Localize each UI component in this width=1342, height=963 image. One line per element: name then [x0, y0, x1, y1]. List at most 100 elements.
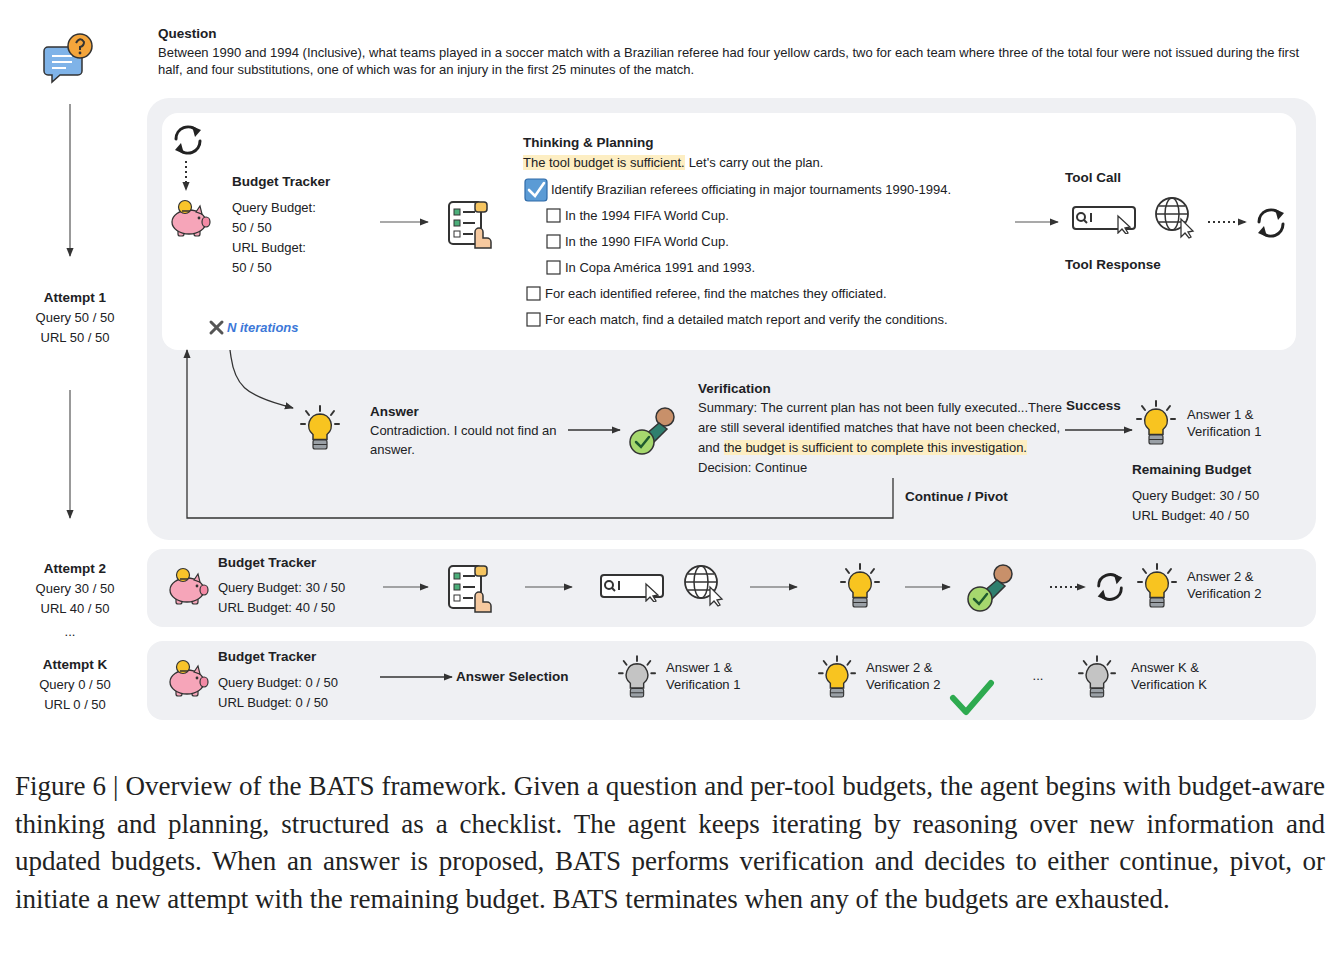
globe-icon	[1156, 198, 1193, 238]
cycle-icon	[1258, 209, 1284, 237]
icon-part	[547, 209, 560, 222]
node-heading: Answer 1 & Verification 1	[666, 659, 758, 693]
question-icon	[44, 34, 92, 82]
node-heading: Verification	[698, 380, 1065, 398]
node-heading: Thinking & Planning	[523, 133, 1296, 153]
node-text: Let's carry out the plan.	[689, 155, 824, 170]
budget-tracker: Budget TrackerQuery Budget: 0 / 50URL Bu…	[162, 641, 380, 713]
icon-part	[76, 39, 84, 50]
flow-arrow	[905, 586, 950, 587]
icon-part	[52, 55, 72, 57]
connector	[230, 350, 293, 408]
icon-part	[68, 34, 92, 58]
cycle-icon	[175, 126, 201, 154]
node-text: Contradiction. I could not find an answe…	[370, 421, 568, 459]
candidate-answer: Answer 1 & Verification 1	[620, 659, 770, 693]
node-text: The tool budget is sufficient.	[523, 155, 685, 170]
node-heading: Budget Tracker	[232, 172, 320, 192]
flow-arrow	[525, 586, 572, 587]
cycle-icon	[1098, 574, 1123, 600]
answer-selection: Answer Selection	[452, 667, 582, 687]
panel-shape	[147, 98, 1316, 540]
node-text: Query Budget: 50 / 50	[232, 198, 320, 238]
icon-part	[529, 183, 544, 196]
ellipsis: ...	[1026, 667, 1050, 685]
node-text: URL 0 / 50	[10, 695, 140, 715]
lightbulb-icon	[1137, 401, 1175, 444]
node-text: Query Budget: 30 / 50	[1132, 486, 1300, 506]
icon-part	[547, 261, 560, 274]
flow-arrow	[1015, 221, 1058, 222]
verification-stamp-icon	[968, 565, 1012, 611]
node-text: For each match, find a detailed match re…	[545, 307, 1296, 333]
verification-box: VerificationSummary: The current plan ha…	[620, 380, 1065, 478]
lightbulb-icon	[619, 656, 655, 697]
checkbox	[527, 209, 560, 326]
question-heading: Question	[158, 25, 217, 43]
node-text: In the 1994 FIFA World Cup.	[565, 203, 1296, 229]
node-heading: Budget Tracker	[218, 553, 362, 573]
edge-label: Success	[1066, 397, 1121, 415]
node-heading: Answer 2 & Verification 2	[866, 659, 958, 693]
node-text: URL Budget: 50 / 50	[232, 238, 320, 278]
icon-part	[527, 287, 540, 300]
node-text: Query 30 / 50	[10, 579, 140, 599]
selected-check	[953, 683, 991, 712]
piggy-bank-icon	[170, 569, 208, 605]
node-heading: Attempt 1	[10, 288, 140, 308]
icon-part	[547, 235, 560, 248]
icon-part	[211, 322, 222, 333]
node-text: URL Budget: 40 / 50	[1132, 506, 1300, 526]
lightbulb-icon	[301, 406, 339, 449]
node-text: URL Budget: 0 / 50	[218, 693, 380, 713]
lightbulb-icon	[841, 564, 879, 607]
node-text: For each identified referee, find the ma…	[545, 281, 1296, 307]
node-text: Decision: Continue	[698, 458, 1065, 478]
globe-icon	[685, 566, 722, 606]
answer-box: AnswerContradiction. I could not find an…	[293, 400, 568, 459]
connector	[1065, 429, 1132, 430]
iteration-note: N iterations	[227, 319, 299, 337]
panel-shape	[147, 549, 1316, 627]
node-heading: Tool Call	[1065, 168, 1215, 188]
planning-panel: Thinking & PlanningThe tool budget is su…	[162, 113, 1296, 350]
node-text: the budget is sufficient to complete thi…	[724, 440, 1027, 455]
attempt-band: Attempt 1Query 50 / 50URL 50 / 50Thinkin…	[147, 98, 1316, 540]
node-heading: Budget Tracker	[218, 647, 380, 667]
node-text: In the 1990 FIFA World Cup.	[565, 229, 1296, 255]
checklist-icon	[449, 202, 491, 248]
icon-part	[211, 322, 222, 333]
checklist-icon	[449, 566, 491, 612]
dotted-arrow	[1050, 586, 1085, 588]
dotted-arrow	[185, 161, 187, 190]
search-icon	[1073, 207, 1135, 234]
icon-layer	[44, 34, 1284, 712]
piggy-bank-icon	[172, 201, 210, 237]
checkbox	[525, 179, 547, 201]
panel-layer	[147, 98, 1316, 720]
cross-mark	[211, 322, 222, 333]
flow-arrow	[383, 586, 428, 587]
connector	[568, 429, 620, 430]
flow-arrow	[380, 221, 428, 222]
search-icon	[601, 575, 663, 602]
lightbulb-icon	[819, 656, 855, 697]
question-text: Between 1990 and 1994 (Inclusive), what …	[158, 44, 1308, 78]
lightbulb-icon	[1138, 564, 1176, 607]
attempt-band: Attempt KQuery 0 / 50URL 0 / 50Budget Tr…	[147, 641, 1316, 720]
flow-arrow	[69, 390, 70, 518]
node-heading: Answer 2 & Verification 2	[1187, 568, 1279, 602]
answer-result: Answer 2 & Verification 2	[1132, 568, 1297, 602]
flow-arrow	[69, 104, 70, 256]
budget-tracker: Budget TrackerQuery Budget: 50 / 50URL B…	[232, 172, 320, 278]
verification-stamp-icon	[630, 408, 674, 454]
node-text: Query Budget: 0 / 50	[218, 673, 380, 693]
icon-part	[52, 56, 72, 68]
node-text: Query Budget: 30 / 50	[218, 578, 362, 598]
lightbulb-icon	[1079, 656, 1115, 697]
node-heading: Answer Selection	[456, 667, 582, 687]
panel-shape	[147, 641, 1316, 720]
figure-caption: Figure 6 | Overview of the BATS framewor…	[15, 768, 1325, 918]
budget-tracker: Budget TrackerQuery Budget: 30 / 50URL B…	[162, 549, 362, 618]
